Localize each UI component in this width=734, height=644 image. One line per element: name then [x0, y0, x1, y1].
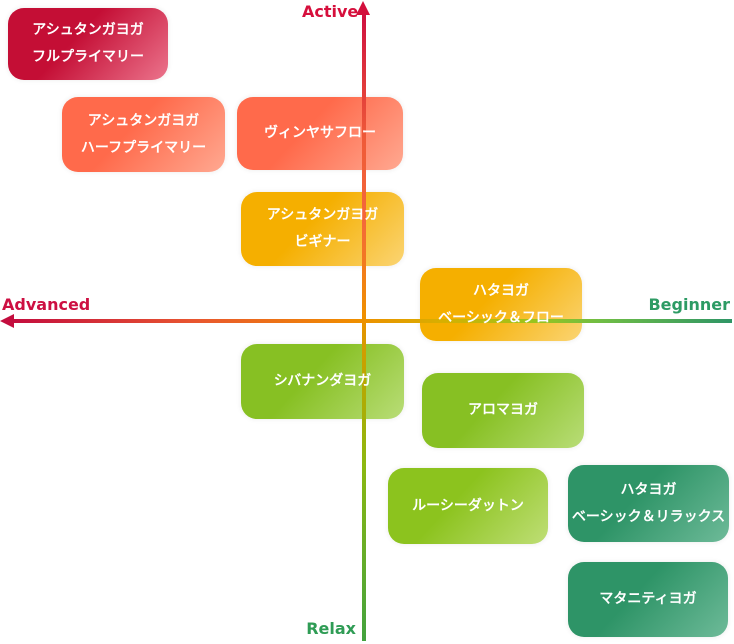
item-label-line: ヴィンヤサフロー [264, 125, 376, 141]
item-hatha-basic-flow: ハタヨガ ベーシック＆フロー [420, 268, 582, 341]
item-lucy-dutton: ルーシーダットン [388, 468, 548, 544]
item-label-line: アシュタンガヨガ [32, 22, 144, 38]
item-ashtanga-half-primary: アシュタンガヨガ ハーフプライマリー [62, 97, 225, 172]
item-label-line: ハーフプライマリー [80, 139, 207, 156]
item-label-line: ビギナー [294, 234, 351, 250]
item-label-line: ベーシック＆フロー [438, 309, 564, 326]
item-label-line: シバナンダヨガ [273, 373, 372, 389]
item-label-line: ルーシーダットン [412, 497, 524, 514]
axis-label-advanced: Advanced [2, 295, 91, 314]
item-vinyasa-flow: ヴィンヤサフロー [237, 97, 403, 170]
arrow-up-icon [356, 1, 370, 15]
item-label-line: アロマヨガ [468, 402, 538, 418]
item-label-line: ベーシック＆リラックス [571, 508, 726, 525]
axis-label-beginner: Beginner [648, 295, 730, 314]
item-label-line: アシュタンガヨガ [87, 112, 200, 129]
item-ashtanga-beginner: アシュタンガヨガ ビギナー [241, 192, 404, 266]
horizontal-axis-line [12, 319, 732, 323]
item-aroma-yoga: アロマヨガ [422, 373, 584, 448]
item-maternity-yoga: マタニティヨガ [568, 562, 728, 637]
item-ashtanga-full-primary: アシュタンガヨガ フルプライマリー [8, 8, 168, 80]
arrow-left-icon [0, 314, 14, 328]
axis-label-active: Active [302, 2, 359, 21]
item-sivananda-yoga: シバナンダヨガ [241, 344, 404, 419]
item-label-line: アシュタンガヨガ [266, 207, 379, 223]
item-hatha-basic-relax: ハタヨガ ベーシック＆リラックス [568, 465, 729, 542]
vertical-axis-line [362, 14, 366, 641]
item-label-line: ハタヨガ [473, 282, 529, 299]
axis-label-relax: Relax [306, 619, 356, 638]
item-label-line: フルプライマリー [32, 49, 144, 65]
item-label-line: マタニティヨガ [599, 591, 697, 607]
item-label-line: ハタヨガ [620, 481, 677, 498]
